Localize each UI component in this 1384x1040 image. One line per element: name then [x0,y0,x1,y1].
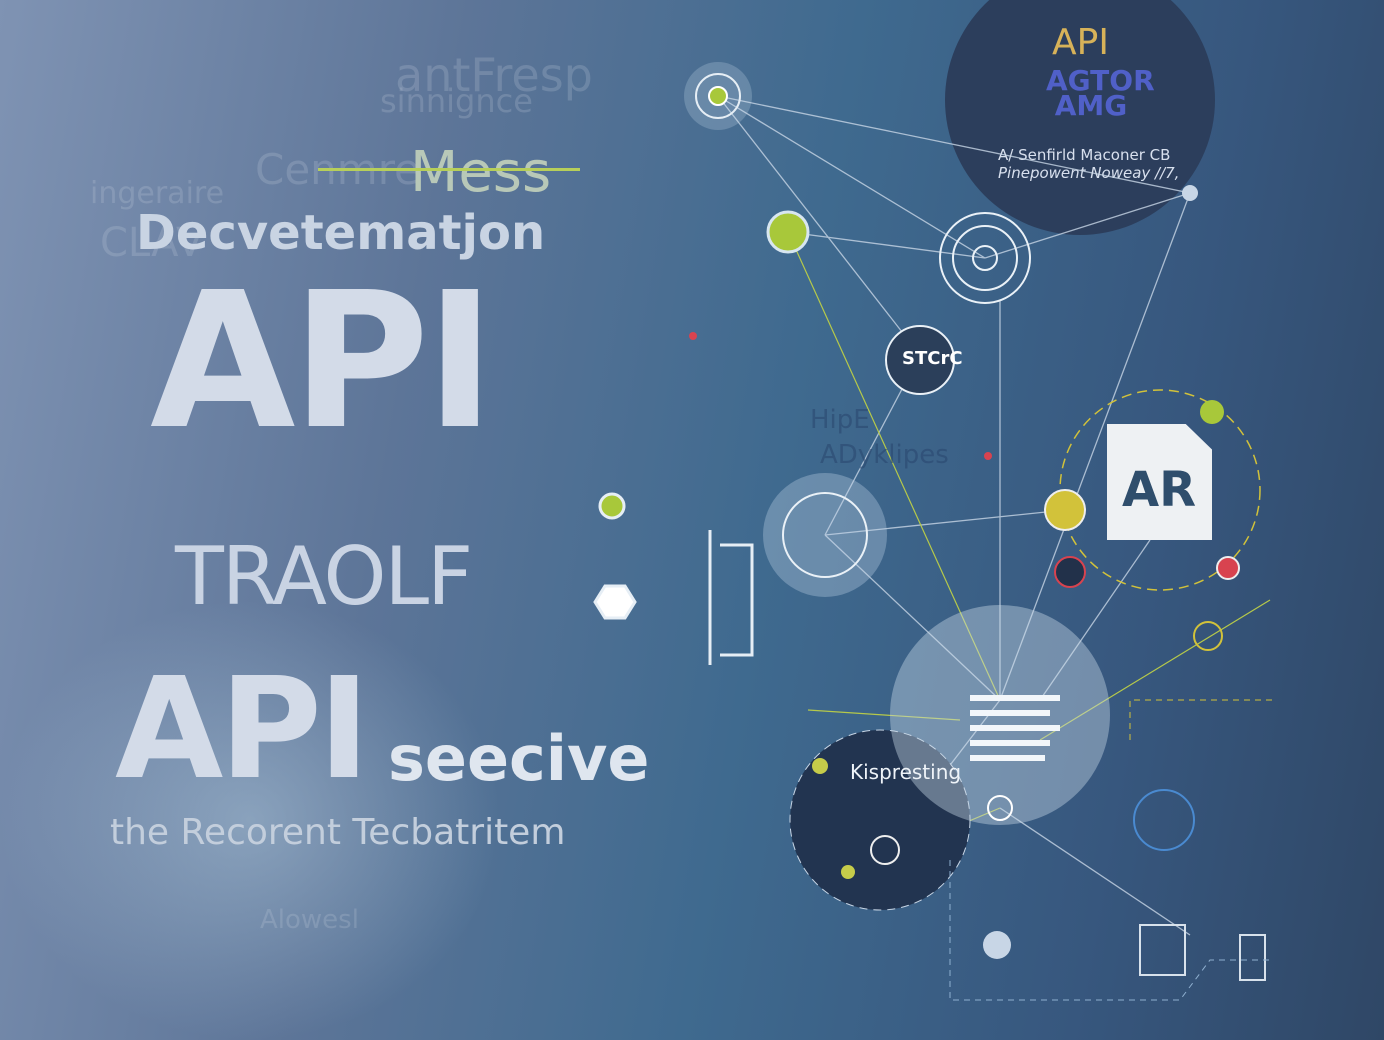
background-glow [0,600,500,1040]
document-icon [1107,424,1212,540]
red-dot [984,452,992,460]
corner-node [1182,185,1198,201]
top-node-dot [708,86,728,106]
bottom-word: seecive [388,722,650,795]
circuit-line [1129,699,1275,740]
settings-node-halo [763,473,887,597]
connector-icon [593,492,754,665]
stcrc-node [885,325,955,395]
faint-label: HipE [810,405,870,435]
tool-icon [1193,621,1223,651]
circuit-line [949,860,1270,1001]
cluster-node [987,795,1013,821]
subtitle: Decvetematjon [136,205,546,261]
hub-label: Kispresting [850,760,962,784]
overline-text: Mess [410,140,552,205]
bottom-api-text: API [115,648,370,811]
badge-line-2: Pinepowent Noweay //7, [998,164,1180,182]
orbit-green-node [1200,400,1224,424]
gear-node [939,212,1031,304]
faint-label: ADyklipes [820,440,949,470]
orbit-red-node [1216,556,1240,580]
orbit-dark-node [1054,556,1086,588]
green-node [766,210,810,254]
settings-node [782,492,868,578]
yellow-node [1044,489,1086,531]
overline-rule [318,168,580,171]
red-dot [689,332,697,340]
top-node [695,73,741,119]
api-badge [945,0,1215,235]
list-icon [970,695,1060,761]
cluster-node [841,865,855,879]
document-label: AR [1122,462,1197,518]
background-word: antFresp [395,48,593,102]
middle-text: TRAOLF [175,530,473,623]
background-word: CLAV [100,220,204,266]
page-title: API [150,252,495,471]
background-word: sinnignce [380,82,533,120]
background-word: Alowesl [260,905,359,935]
device-icons [1139,924,1266,981]
dark-cluster [789,729,971,911]
background-word: ingeraire [90,176,225,211]
cluster-node [812,758,828,774]
badge-title: API [1052,22,1109,63]
cluster-node [870,835,900,865]
gear-node-label: STCrC [902,348,963,369]
tagline: the Recorent Tecbatritem [110,812,566,853]
radar-icon [1133,789,1195,851]
badge-line-1: A/ Senfirld Maconer CB [998,146,1171,164]
bottom-node [983,931,1011,959]
